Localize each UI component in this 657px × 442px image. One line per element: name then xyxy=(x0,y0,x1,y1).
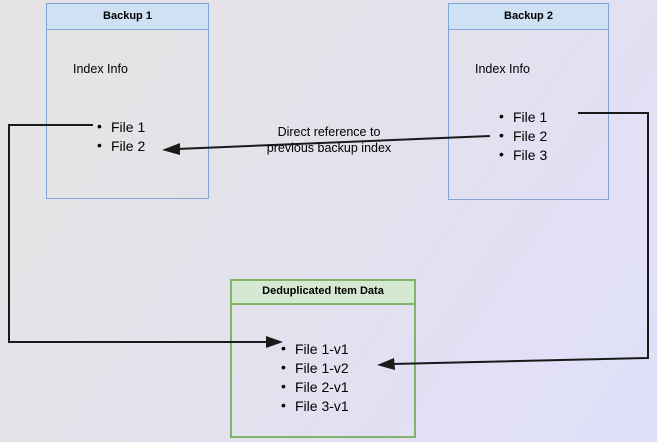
list-item: File 1-v2 xyxy=(281,358,349,378)
backup1-box: Backup 1 Index Info File 1 File 2 xyxy=(46,3,209,199)
list-item: File 3-v1 xyxy=(281,396,349,416)
backup1-file-list: File 1 File 2 xyxy=(97,117,145,156)
backup1-header: Backup 1 xyxy=(47,4,208,30)
direct-reference-label: Direct reference to previous backup inde… xyxy=(266,125,392,155)
backup1-subtitle: Index Info xyxy=(73,62,128,76)
list-item: File 2 xyxy=(97,136,145,156)
backup2-header: Backup 2 xyxy=(449,4,608,30)
dedup-file-list: File 1-v1 File 1-v2 File 2-v1 File 3-v1 xyxy=(281,339,349,416)
backup2-box: Backup 2 Index Info File 1 File 2 File 3 xyxy=(448,3,609,200)
backup2-subtitle: Index Info xyxy=(475,62,530,76)
backup2-file-list: File 1 File 2 File 3 xyxy=(499,107,547,165)
list-item: File 1-v1 xyxy=(281,339,349,359)
deduplicated-item-data-box: Deduplicated Item Data File 1-v1 File 1-… xyxy=(230,279,416,438)
list-item: File 2-v1 xyxy=(281,377,349,397)
list-item: File 1 xyxy=(97,117,145,137)
list-item: File 3 xyxy=(499,145,547,165)
list-item: File 1 xyxy=(499,107,547,127)
list-item: File 2 xyxy=(499,126,547,146)
deduplicated-item-data-header: Deduplicated Item Data xyxy=(232,281,414,305)
